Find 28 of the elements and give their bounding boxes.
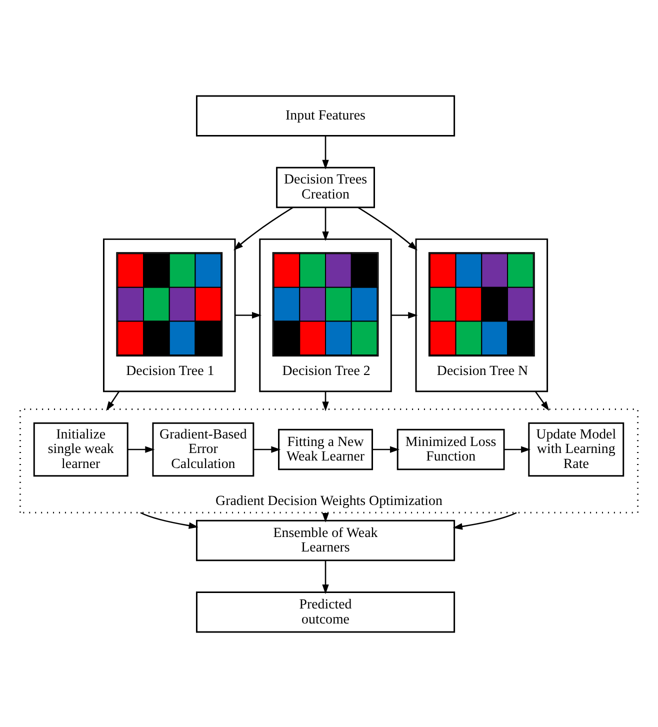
node-box: Decision Trees Creation — [276, 166, 375, 208]
arrow — [322, 391, 329, 411]
node-box: Predicted outcome — [196, 591, 456, 632]
arrow — [140, 512, 198, 528]
node-box: Gradient-Based Error Calculation — [152, 422, 254, 476]
arrow — [322, 207, 329, 241]
node-box: Update Model with Learning Rate — [528, 422, 624, 476]
arrow — [254, 446, 281, 452]
arrow — [372, 446, 400, 452]
node-box: Decision Tree N — [415, 238, 548, 392]
arrow — [452, 512, 517, 530]
arrow — [235, 311, 262, 318]
node-box: Decision Tree 1 — [103, 238, 236, 392]
arrow — [234, 206, 294, 250]
arrow — [535, 390, 550, 410]
node-box: Minimized Loss Function — [396, 428, 505, 470]
node-box: Input Features — [196, 94, 456, 136]
node-box: Initialize single weak learner — [33, 422, 128, 476]
arrow — [322, 560, 329, 594]
arrow — [504, 446, 531, 452]
arrow — [322, 135, 329, 169]
arrow — [358, 206, 418, 250]
node-box: Ensemble of Weak Learners — [196, 519, 456, 561]
arrow — [106, 390, 120, 410]
node-box: Fitting a New Weak Learner — [278, 428, 373, 470]
arrow — [128, 446, 155, 452]
arrow — [391, 311, 418, 318]
node-box: Decision Tree 2 — [259, 238, 392, 392]
